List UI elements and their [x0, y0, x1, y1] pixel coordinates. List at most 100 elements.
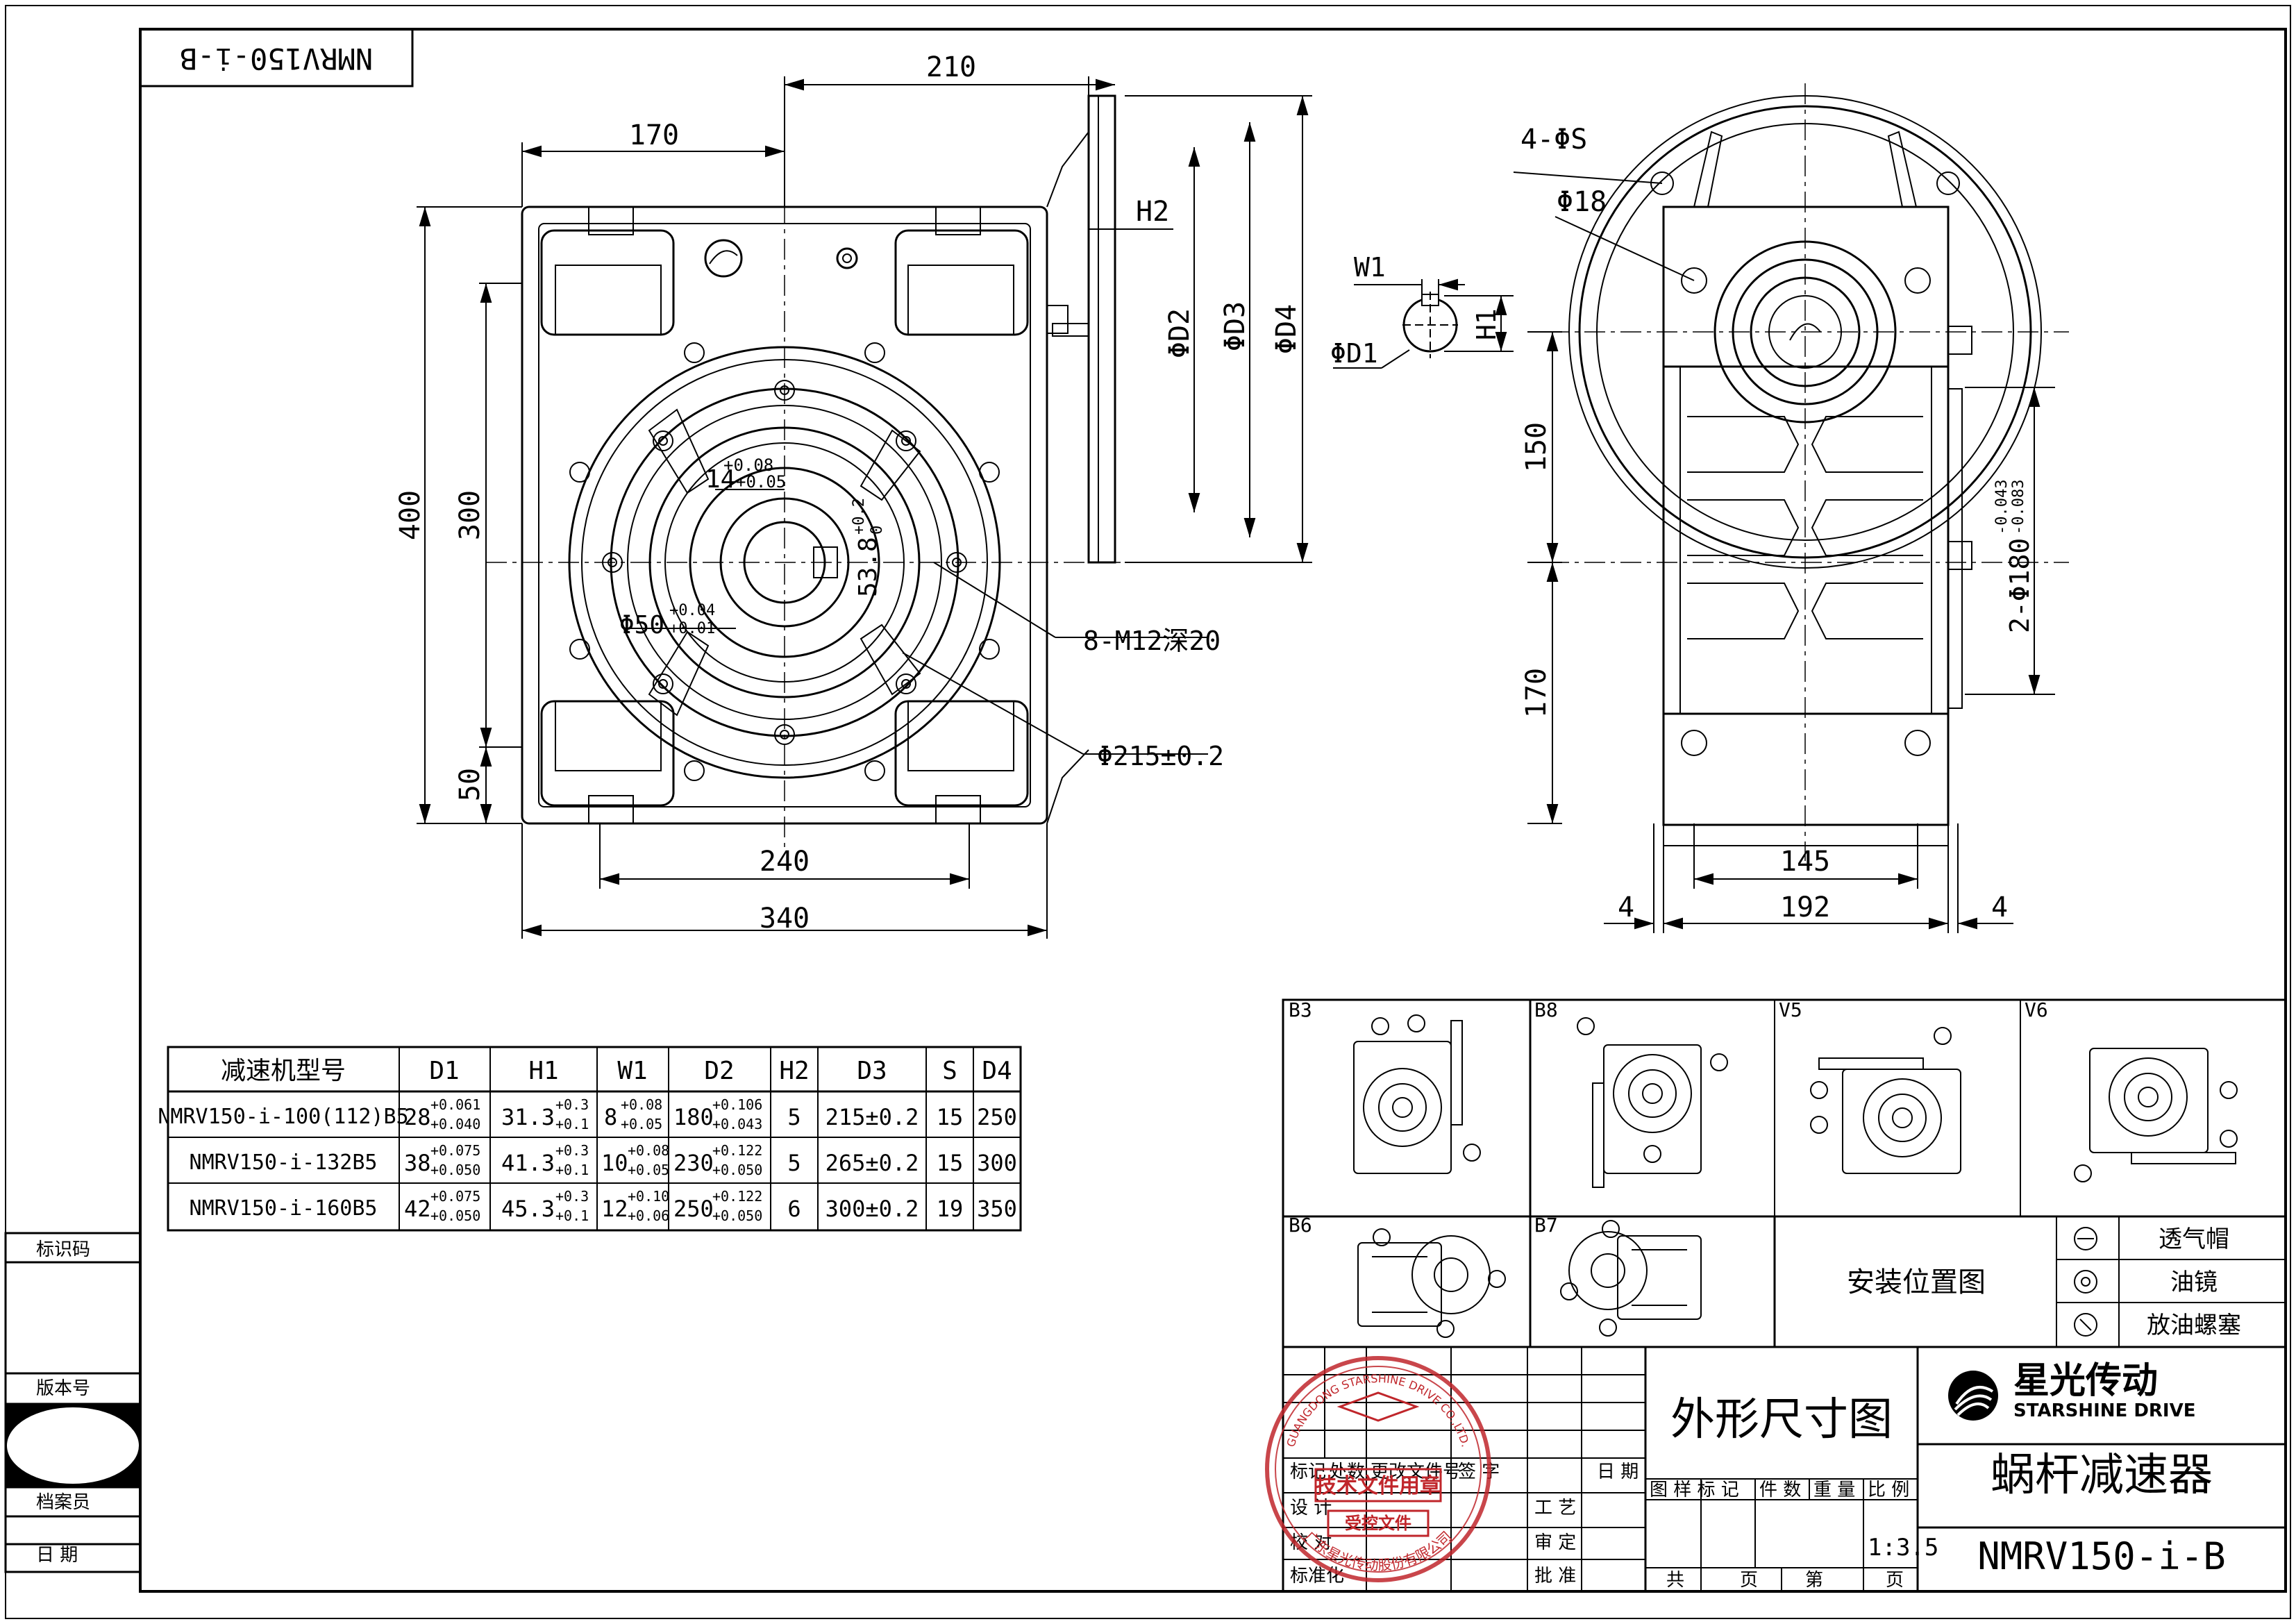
mounting-grid	[1282, 998, 2287, 1593]
cell-h1-lo: +0.1	[555, 1162, 589, 1178]
spec-table	[167, 1046, 1022, 1232]
cell-d2-lo: +0.050	[712, 1162, 762, 1178]
dim-w1: W1	[1354, 252, 1386, 283]
tb-mark: 标记	[1290, 1462, 1326, 1482]
pos-label-v5: V5	[1779, 998, 1802, 1021]
cell-d1: 38	[404, 1150, 431, 1176]
cell-d1-lo: +0.050	[430, 1207, 480, 1224]
dim-d4: ΦD4	[1271, 304, 1302, 354]
dim-180: 2-Φ180	[2004, 538, 2035, 633]
strip-label-archivist: 档案员	[36, 1492, 90, 1513]
dim-d2: ΦD2	[1164, 308, 1196, 358]
tb-count: 处数	[1329, 1462, 1365, 1482]
pos-label-b8: B8	[1534, 998, 1558, 1021]
dim-bore-tol-top: +0.08	[723, 455, 773, 475]
front-centre-lines	[486, 167, 1139, 847]
mount-thumb-b3	[1353, 1014, 1481, 1174]
tb-signature: 签 字	[1458, 1462, 1500, 1482]
stamp-ring-text: GUANGDONG STARSHINE DRIVE CO.,LTD.	[1284, 1372, 1472, 1448]
cell-d3: 215±0.2	[826, 1104, 919, 1130]
model-code-mirrored: NMRV150-i-B	[180, 42, 373, 76]
pos-label-b6: B6	[1289, 1214, 1312, 1237]
controlled-doc-stamp	[1265, 1356, 1491, 1582]
strip-label-code: 标识码	[36, 1239, 90, 1260]
cell-model: NMRV150-i-100(112)B5	[158, 1105, 408, 1129]
dim-4-s: 4-ΦS	[1520, 124, 1587, 156]
breather-cap-icon	[2074, 1227, 2097, 1250]
brand-name-en: STARSHINE DRIVE	[2013, 1400, 2195, 1421]
dim-pcd: Φ215±0.2	[1097, 741, 1224, 771]
dim-bore-50: Φ50	[619, 611, 664, 639]
cell-w1-up: +0.08	[628, 1142, 669, 1159]
dim-bore50-tol-bot: +0.01	[669, 620, 715, 637]
dim-340: 340	[760, 903, 810, 935]
cell-h1: 45.3	[501, 1196, 555, 1222]
title-block	[1283, 1347, 2286, 1591]
cell-w1: 8	[604, 1104, 617, 1130]
model-code-mirrored-box: NMRV150-i-B	[139, 28, 414, 87]
side-dimension-lines	[1513, 171, 2055, 933]
cell-h1-up: +0.3	[555, 1142, 589, 1159]
scale-value: 1:3.5	[1868, 1534, 1938, 1562]
cell-d3: 300±0.2	[826, 1196, 919, 1222]
cell-d1-up: +0.075	[430, 1142, 480, 1159]
dim-d3: ΦD3	[1219, 301, 1251, 351]
cell-d2-lo: +0.043	[712, 1116, 762, 1132]
th-d3: D3	[857, 1057, 887, 1085]
cell-d1-up: +0.075	[430, 1188, 480, 1205]
cell-w1-lo: +0.05	[621, 1116, 662, 1132]
cell-w1: 12	[601, 1196, 628, 1222]
dim-150: 150	[1520, 422, 1552, 472]
archive-fill-mark	[6, 1404, 140, 1487]
left-archive-strip	[4, 1232, 142, 1573]
th-d2: D2	[704, 1057, 734, 1085]
th-d4: D4	[982, 1057, 1012, 1085]
th-s: S	[942, 1057, 957, 1085]
cell-h1-up: +0.3	[555, 1096, 589, 1113]
dim-thread: 8-M12深20	[1083, 626, 1221, 656]
cell-model: NMRV150-i-160B5	[190, 1196, 378, 1221]
legend-breather: 透气帽	[2159, 1225, 2229, 1253]
table-row: NMRV150-i-100(112)B5 28 +0.061 +0.040 31…	[158, 1096, 1017, 1132]
tb-page: 页	[1886, 1570, 1904, 1591]
cell-d2-up: +0.106	[712, 1096, 762, 1113]
cell-w1-up: +0.10	[628, 1188, 669, 1205]
th-model: 减速机型号	[221, 1057, 346, 1085]
mount-thumb-b8	[1577, 1017, 1728, 1188]
tb-drawing-mark: 图 样 标 记	[1650, 1480, 1739, 1500]
th-h2: H2	[779, 1057, 809, 1085]
cell-d1-lo: +0.040	[430, 1116, 480, 1132]
dim-50: 50	[454, 768, 486, 801]
brand-name-cn: 星光传动	[2013, 1360, 2158, 1402]
drawing-title: 外形尺寸图	[1670, 1394, 1893, 1446]
legend-drain: 放油螺塞	[2147, 1312, 2241, 1339]
cell-d1: 42	[404, 1196, 431, 1222]
stamp-center-2: 受控文件	[1345, 1514, 1411, 1533]
dim-210: 210	[926, 51, 976, 83]
tb-total: 共	[1666, 1570, 1684, 1591]
pos-label-b3: B3	[1289, 998, 1312, 1021]
cell-d1-lo: +0.050	[430, 1162, 480, 1178]
dim-h2: H2	[1136, 196, 1169, 228]
dim-180-tol-bot: -0.083	[2010, 480, 2027, 535]
title-block-row-heads: 标记 处数 更改文件号 签 字 日 期 设 计 校 对 标准化 工 艺 审 定 …	[1290, 1462, 1639, 1587]
cell-h2: 6	[787, 1196, 801, 1222]
cell-d2: 250	[673, 1196, 714, 1222]
dim-bore-tol-bot: +0.05	[736, 472, 786, 492]
dim-170-top: 170	[629, 119, 679, 151]
cell-h1-up: +0.3	[555, 1188, 589, 1205]
shaft-key-detail	[1333, 278, 1514, 369]
cell-w1-lo: +0.06	[628, 1207, 669, 1224]
cell-d4: 350	[977, 1196, 1017, 1222]
dim-192: 192	[1780, 891, 1830, 923]
cell-d1: 28	[404, 1104, 431, 1130]
dim-d1: ΦD1	[1330, 338, 1378, 369]
th-w1: W1	[617, 1057, 647, 1085]
dim-18: Φ18	[1557, 186, 1607, 218]
dim-53-8: 53.8	[854, 537, 882, 597]
cell-w1-up: +0.08	[621, 1096, 662, 1113]
pos-label-b7: B7	[1534, 1214, 1558, 1237]
tb-process: 工 艺	[1534, 1498, 1576, 1518]
mount-thumb-v5	[1810, 1027, 1961, 1174]
